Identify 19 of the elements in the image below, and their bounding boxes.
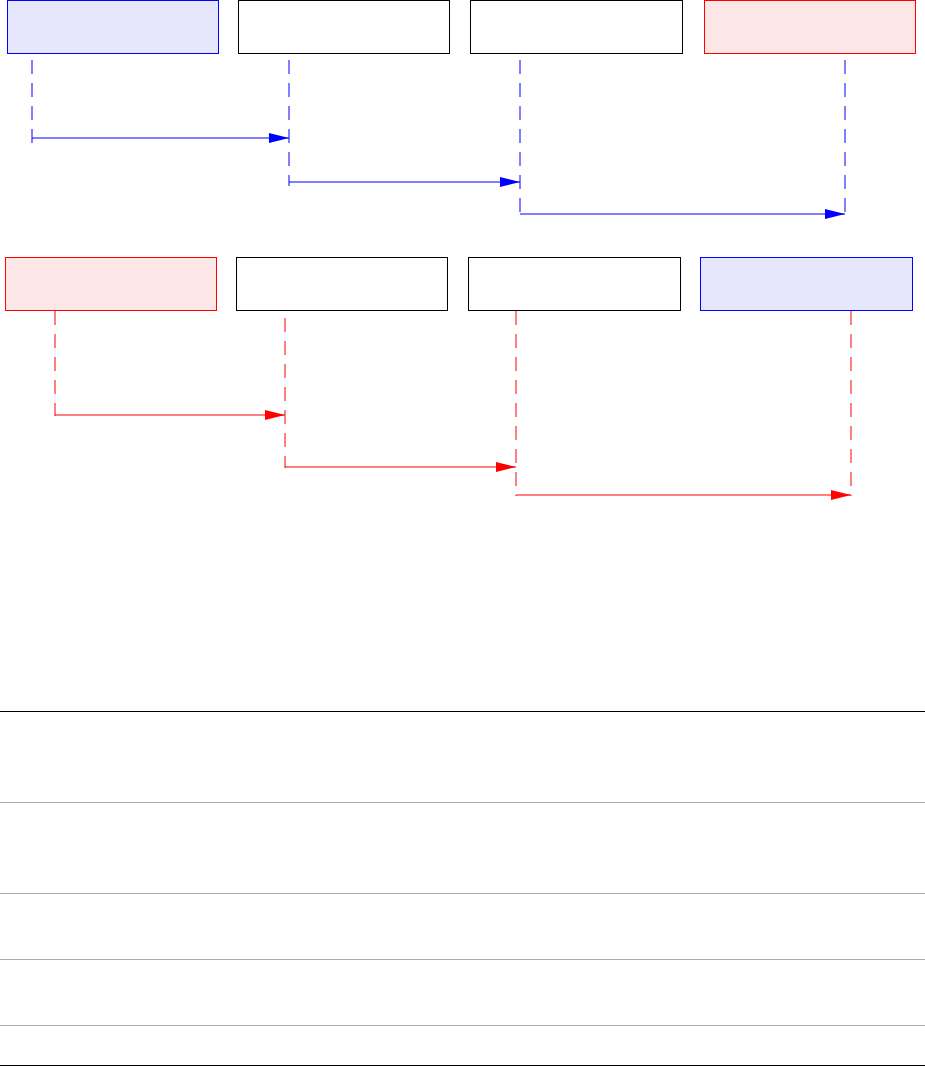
lifeline: [54, 311, 56, 416]
actor-box: [700, 257, 913, 311]
lifeline: [850, 311, 852, 496]
message-arrow: [54, 410, 286, 420]
actor-box: [236, 257, 448, 311]
actor-box: [704, 0, 916, 54]
actor-box: [5, 257, 217, 311]
message-arrow: [288, 177, 521, 187]
actor-box: [238, 0, 450, 54]
message-arrow: [284, 462, 517, 472]
message-arrow: [31, 133, 290, 143]
message-arrow: [519, 209, 846, 219]
lifeline: [515, 311, 517, 496]
actor-box: [7, 0, 219, 54]
lifeline: [284, 318, 286, 468]
message-arrow: [515, 490, 852, 500]
actor-box: [470, 0, 683, 54]
actor-box: [468, 257, 681, 311]
lifeline: [288, 60, 290, 186]
